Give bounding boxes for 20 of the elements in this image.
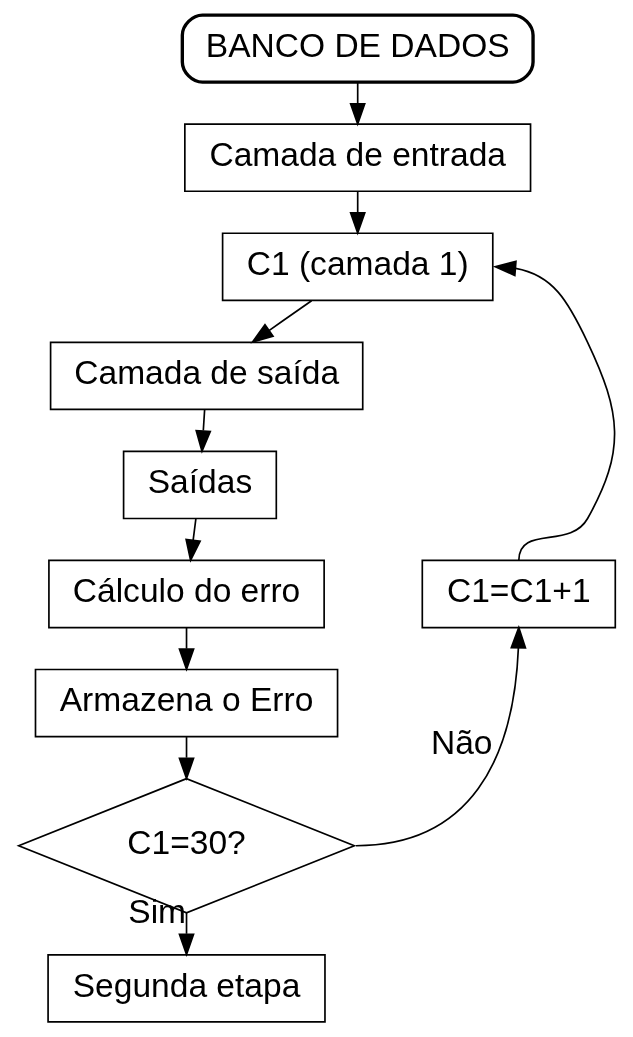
node-box: C1=C1+1 [420, 559, 616, 629]
node-box: C1 (camada 1) [221, 232, 494, 302]
arrow [177, 912, 195, 957]
arrow [194, 409, 212, 454]
arrow [177, 736, 195, 781]
arrow [348, 81, 366, 127]
node-box: Camada de entrada [183, 123, 531, 193]
node-box: Cálculo do erro [47, 559, 325, 629]
arrow [184, 518, 201, 563]
arrow [354, 625, 527, 847]
node-box: Camada de saída [49, 341, 364, 411]
node-box: BANCO DE DADOS [180, 13, 535, 84]
arrow [177, 627, 195, 672]
node-box: Segunda etapa [46, 953, 326, 1023]
arrow [348, 190, 366, 236]
node-box: Armazena o Erro [34, 668, 338, 738]
arrow [492, 260, 615, 562]
node-box: Saídas [122, 450, 277, 520]
edge-label: Não [430, 724, 493, 762]
arrow [249, 299, 312, 344]
